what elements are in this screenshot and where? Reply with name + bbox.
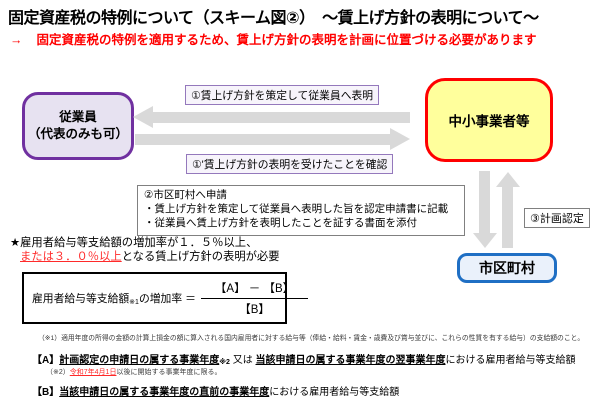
footnote-1: （※1）適用年度の所得の金額の計算上損金の額に算入される国内雇用者に対する給与等… (38, 335, 585, 342)
item-b-line: 【B】当該申請日の属する事業年度の直前の事業年度における雇用者給与等支給額 (32, 383, 399, 398)
item-b-underline1: 当該申請日の属する事業年度の直前の事業年度 (59, 387, 270, 398)
requirement-note: ★雇用者給与等支給額の増加率が１．５％以上、 または３．０％以上となる賃上げ方針… (10, 236, 280, 264)
formula-denominator: 【B】 (239, 303, 270, 316)
formula-fraction: 【A】 － 【B】 【B】 (200, 280, 309, 317)
item-a-sub: ※2 (219, 359, 230, 366)
arrow-up-to-sme-icon (496, 172, 520, 187)
subtitle: → 固定資産税の特例を適用するため、賃上げ方針の表明を計画に位置づける必要がありま… (10, 29, 537, 48)
item-a-line: 【A】計画認定の申請日の属する事業年度※2 又は 当該申請日の属する事業年度の翌… (32, 351, 576, 366)
application-line3: ・従業員へ賃上げ方針を表明したことを証する書面を添付 (144, 216, 417, 229)
formula-lhs-main: 雇用者給与等支給額 (32, 293, 130, 305)
requirement-line2: または３．０％以上となる賃上げ方針の表明が必要 (10, 250, 280, 264)
arrow-down-body (479, 171, 490, 234)
formula-lhs-rest: の増加率 ＝ (138, 293, 196, 305)
arrow-to-employees-icon (133, 106, 153, 128)
requirement-line2-rest: となる賃上げ方針の表明が必要 (121, 251, 280, 264)
page-title: 固定資産税の特例について（スキーム図②） ～賃上げ方針の表明について～ (8, 10, 539, 27)
sme-box-label: 中小事業者等 (448, 114, 530, 129)
footnote-2-rest: 以後に開始する事業年度に限る。 (116, 369, 222, 376)
item-b-label: 【B】 (32, 387, 60, 398)
sme-box: 中小事業者等 (425, 78, 553, 162)
employees-box-line1: 従業員 (59, 109, 97, 124)
formula-lhs: 雇用者給与等支給額※1の増加率 ＝ (32, 290, 196, 306)
employees-box-line2: （代表のみも可） (27, 127, 128, 141)
formula-box: 雇用者給与等支給額※1の増加率 ＝ 【A】 － 【B】 【B】 (22, 272, 309, 324)
arrow-to-sme-label: ①'賃上げ方針の表明を受けたことを確認 (186, 154, 394, 174)
item-a-mid: 又は (229, 355, 256, 366)
arrow-to-sme-body (135, 134, 391, 145)
municipality-box-label: 市区町村 (479, 260, 535, 276)
arrow-up-body (502, 187, 513, 248)
footnote-2: （※2）令和7年4月1日以後に開始する事業年度に限る。 (46, 367, 221, 377)
application-line2: ・賃上げ方針を策定して従業員へ表明した旨を認定申請書に記載 (144, 202, 449, 215)
application-line1: ②市区町村へ申請 (144, 189, 227, 201)
item-b-rest: における雇用者給与等支給額 (269, 387, 400, 398)
item-a-label: 【A】 (32, 355, 60, 366)
item-a-rest: における雇用者給与等支給額 (445, 355, 576, 366)
arrow-down-to-municipality-icon (473, 233, 497, 248)
employees-box: 従業員 （代表のみも可） (22, 92, 134, 160)
requirement-line2-red: または３．０％以上 (20, 251, 122, 264)
formula-lhs-sub: ※1 (129, 299, 139, 306)
requirement-line1: ★雇用者給与等支給額の増加率が１．５％以上、 (10, 237, 258, 249)
arrow-to-sme-icon (390, 128, 410, 150)
right-arrow-glyph: → (10, 33, 23, 47)
footnote-2-prefix: （※2） (46, 369, 70, 376)
formula-numerator: 【A】 － 【B】 (200, 280, 309, 299)
arrow-to-employees-body (152, 112, 410, 123)
subtitle-text: 固定資産税の特例を適用するため、賃上げ方針の表明を計画に位置づける必要があります (36, 33, 537, 47)
municipality-box: 市区町村 (457, 253, 557, 283)
item-a-underline2: 当該申請日の属する事業年度の翌事業年度 (255, 355, 446, 366)
item-a-underline1: 計画認定の申請日の属する事業年度 (59, 355, 220, 366)
footnote-2-date: 令和7年4月1日 (69, 369, 117, 376)
application-box: ②市区町村へ申請 ・賃上げ方針を策定して従業員へ表明した旨を認定申請書に記載 ・… (137, 185, 465, 236)
plan-approval-label: ③計画認定 (524, 208, 590, 228)
arrow-to-employees-label: ①賃上げ方針を策定して従業員へ表明 (185, 85, 380, 105)
